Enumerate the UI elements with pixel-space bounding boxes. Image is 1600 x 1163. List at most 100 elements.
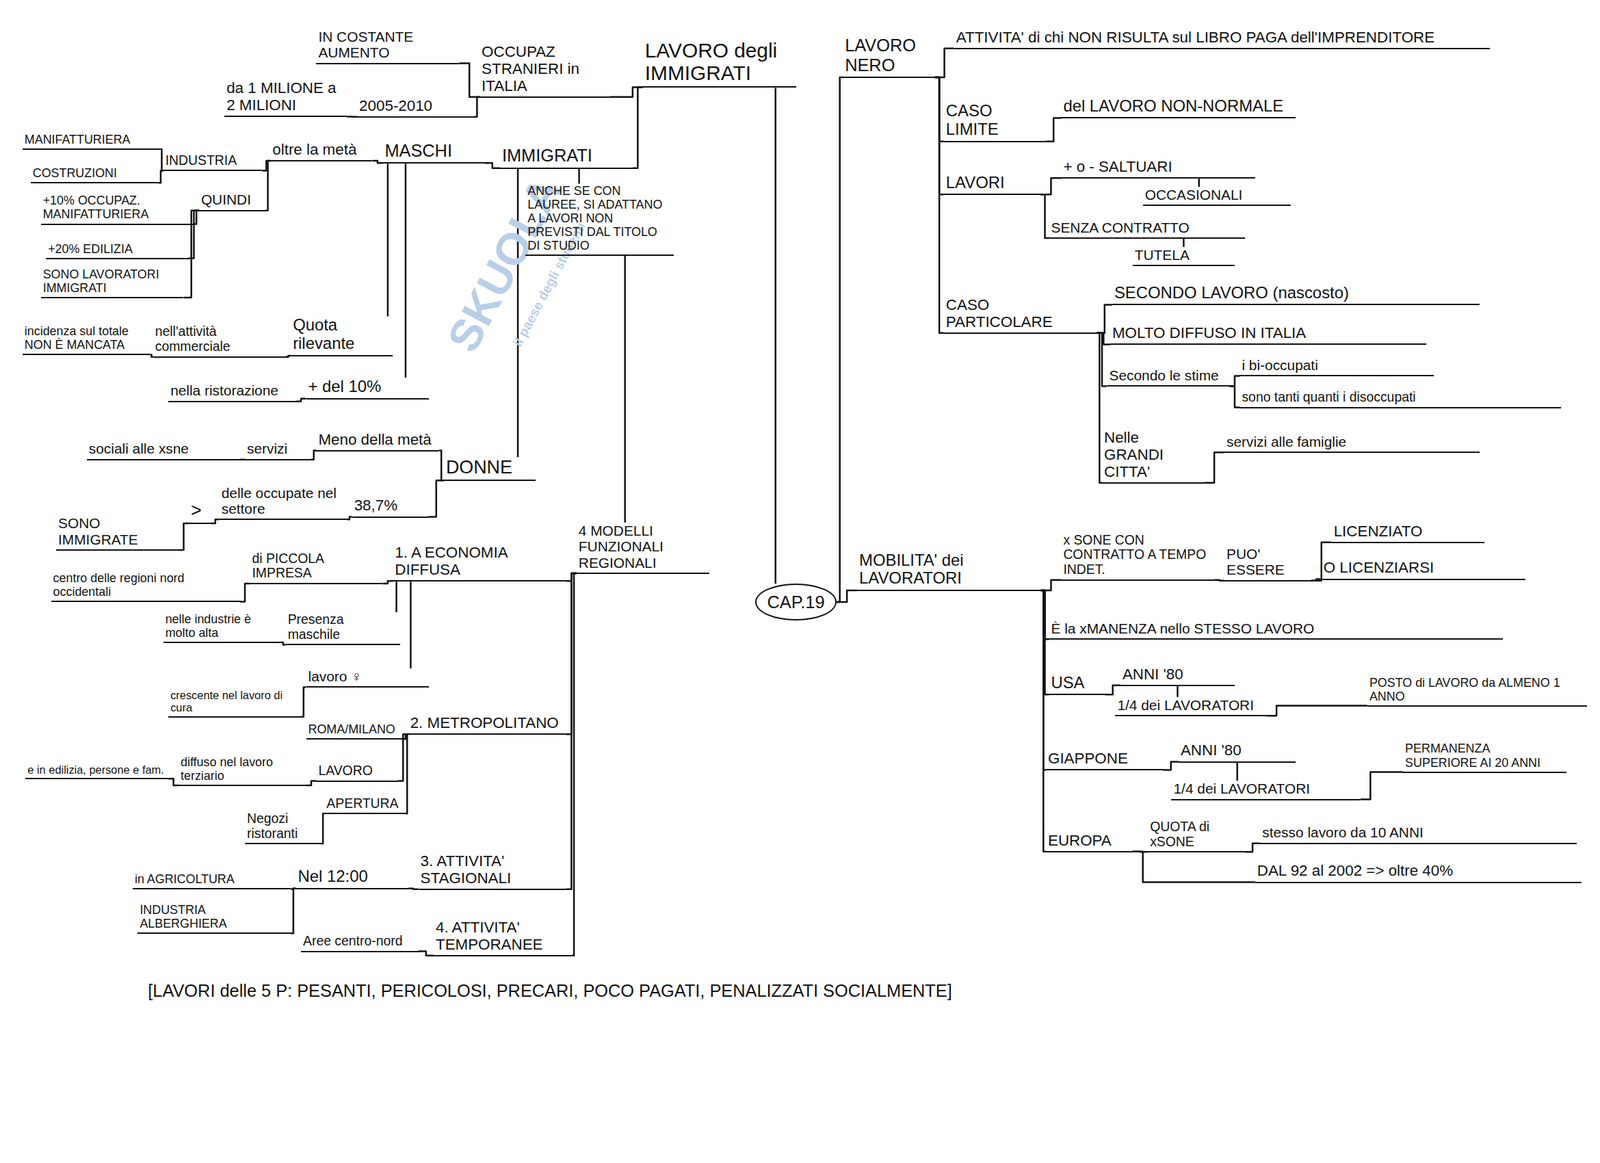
topic-node: oltre la metà bbox=[270, 140, 373, 162]
topic-text: COSTRUZIONI bbox=[32, 166, 156, 180]
topic-node: servizi alle famiglie bbox=[1224, 433, 1480, 453]
topic-node: POSTO di LAVORO da ALMENO 1 ANNO bbox=[1367, 675, 1588, 707]
topic-node: È la xMANENZA nello STESSO LAVORO bbox=[1048, 620, 1503, 640]
topic-text: Aree centro-nord bbox=[303, 933, 417, 949]
topic-node: nelle industrie è molto alta bbox=[163, 612, 282, 644]
branch-line bbox=[1041, 590, 1046, 852]
topic-node: COSTRUZIONI bbox=[30, 166, 159, 184]
topic-text: SENZA CONTRATTO bbox=[1050, 219, 1243, 236]
topic-text: + del 10% bbox=[308, 377, 427, 397]
topic-node: x SONE CON CONTRATTO A TEMPO INDET. bbox=[1060, 532, 1215, 581]
branch-line bbox=[1359, 772, 1403, 800]
branch-line bbox=[1163, 762, 1179, 771]
topic-text: 1/4 dei LAVORATORI bbox=[1117, 697, 1265, 713]
topic-node: TUTELA bbox=[1132, 246, 1235, 267]
topic-text: PUO' ESSERE bbox=[1226, 545, 1310, 579]
branch-line bbox=[346, 115, 358, 118]
branch-line bbox=[566, 573, 577, 890]
branch-line bbox=[1236, 762, 1239, 782]
topic-text: 1. A ECONOMIA DIFFUSA bbox=[394, 543, 565, 579]
branch-line bbox=[290, 888, 296, 934]
topic-node: MANIFATTURIERA bbox=[22, 132, 161, 150]
topic-node: 38,7% bbox=[352, 496, 429, 518]
topic-text: MASCHI bbox=[384, 140, 483, 161]
topic-node: 1/4 dei LAVORATORI bbox=[1171, 780, 1360, 800]
branch-line bbox=[623, 255, 626, 523]
topic-node: crescente nel lavoro di cura bbox=[168, 688, 301, 718]
topic-text: nelle industrie è molto alta bbox=[165, 612, 280, 640]
topic-text: PERMANENZA SUPERIORE AI 20 ANNI bbox=[1405, 741, 1565, 769]
topic-text: TUTELA bbox=[1134, 246, 1233, 263]
branch-line bbox=[438, 450, 444, 481]
topic-node: MASCHI bbox=[382, 140, 485, 164]
branch-line bbox=[1105, 685, 1121, 695]
topic-node: LICENZIATO bbox=[1331, 522, 1486, 544]
topic-text: stesso lavoro da 10 ANNI bbox=[1262, 824, 1575, 841]
branch-line bbox=[1097, 333, 1108, 387]
topic-node: OCCUPAZ STRANIERI in ITALIA bbox=[479, 43, 611, 98]
branch-line bbox=[1203, 452, 1225, 483]
topic-node: PERMANENZA SUPERIORE AI 20 ANNI bbox=[1402, 741, 1567, 773]
topic-node: IN COSTANTE AUMENTO bbox=[316, 28, 459, 65]
topic-text: 4. ATTIVITA' TEMPORANEE bbox=[435, 918, 570, 953]
topic-node: O LICENZIARSI bbox=[1321, 558, 1526, 580]
topic-node: 4. ATTIVITA' TEMPORANEE bbox=[433, 918, 572, 957]
branch-line bbox=[408, 887, 419, 890]
branch-line bbox=[632, 86, 644, 168]
branch-line bbox=[1198, 178, 1201, 187]
topic-node: Nelle GRANDI CITTA' bbox=[1102, 428, 1204, 484]
topic-text: MOLTO DIFFUSO IN ITALIA bbox=[1112, 324, 1425, 342]
topic-node: 2. METROPOLITANO bbox=[408, 714, 567, 735]
topic-text: crescente nel lavoro di cura bbox=[170, 688, 299, 715]
chapter-circle: CAP.19 bbox=[755, 583, 837, 621]
topic-node: da 1 MILIONE a 2 MILIONI bbox=[224, 79, 347, 117]
branch-line bbox=[300, 686, 306, 717]
topic-node: APERTURA bbox=[324, 796, 406, 815]
topic-text: Presenza maschile bbox=[287, 612, 399, 642]
branch-line bbox=[311, 450, 317, 460]
topic-text: LAVORO degli IMMIGRATI bbox=[645, 38, 795, 85]
topic-node: QUINDI bbox=[199, 191, 266, 211]
branch-line bbox=[395, 581, 398, 613]
topic-node: INDUSTRIA bbox=[163, 153, 263, 172]
branch-line bbox=[211, 519, 220, 524]
topic-text: Secondo le stime bbox=[1109, 367, 1228, 384]
topic-node: sociali alle xsne bbox=[86, 440, 241, 460]
branch-line bbox=[474, 97, 480, 117]
topic-text: 3. ATTIVITA' STAGIONALI bbox=[420, 852, 565, 887]
branch-line bbox=[188, 210, 200, 259]
topic-text: SECONDO LAVORO (nascosto) bbox=[1114, 283, 1478, 303]
topic-text: LAVORI bbox=[946, 173, 1040, 193]
topic-node: delle occupate nel settore bbox=[219, 484, 347, 521]
topic-text: Quota rilevante bbox=[292, 316, 391, 353]
topic-node: 1. A ECONOMIA DIFFUSA bbox=[392, 543, 567, 582]
topic-text: nell'attività commerciale bbox=[155, 324, 284, 354]
branch-line bbox=[240, 458, 245, 462]
branch-line bbox=[372, 160, 383, 163]
topic-text: i bi-occupati bbox=[1241, 357, 1432, 373]
topic-text: IMMIGRATI bbox=[502, 145, 631, 165]
topic-node: USA bbox=[1048, 673, 1105, 696]
branch-line bbox=[1097, 333, 1103, 483]
branch-line bbox=[285, 355, 291, 358]
branch-line bbox=[1229, 375, 1241, 386]
topic-node: QUOTA di xSONE bbox=[1147, 819, 1245, 853]
topic-text: Nel 12:00 bbox=[298, 867, 407, 886]
branch-line bbox=[321, 813, 325, 844]
topic-node: di PICCOLA IMPRESA bbox=[249, 551, 383, 585]
topic-node: Negozi ristoranti bbox=[244, 811, 322, 845]
branch-line bbox=[578, 168, 581, 185]
branch-line bbox=[836, 77, 843, 602]
branch-line bbox=[934, 77, 944, 334]
topic-text: delle occupate nel settore bbox=[221, 484, 345, 518]
topic-text: +20% EDILIZIA bbox=[47, 242, 187, 256]
branch-line bbox=[774, 87, 777, 584]
topic-text: DAL 92 al 2002 => oltre 40% bbox=[1257, 861, 1580, 880]
topic-text: ANCHE SE CON LAUREE, SI ADATTANO A LAVOR… bbox=[527, 184, 672, 253]
topic-node: OCCASIONALI bbox=[1143, 186, 1291, 206]
topic-node: MOBILITA' dei LAVORATORI bbox=[857, 551, 1042, 592]
topic-text: diffuso nel lavoro terziario bbox=[180, 755, 304, 783]
branch-line bbox=[1041, 194, 1050, 239]
branch-line bbox=[240, 583, 251, 602]
